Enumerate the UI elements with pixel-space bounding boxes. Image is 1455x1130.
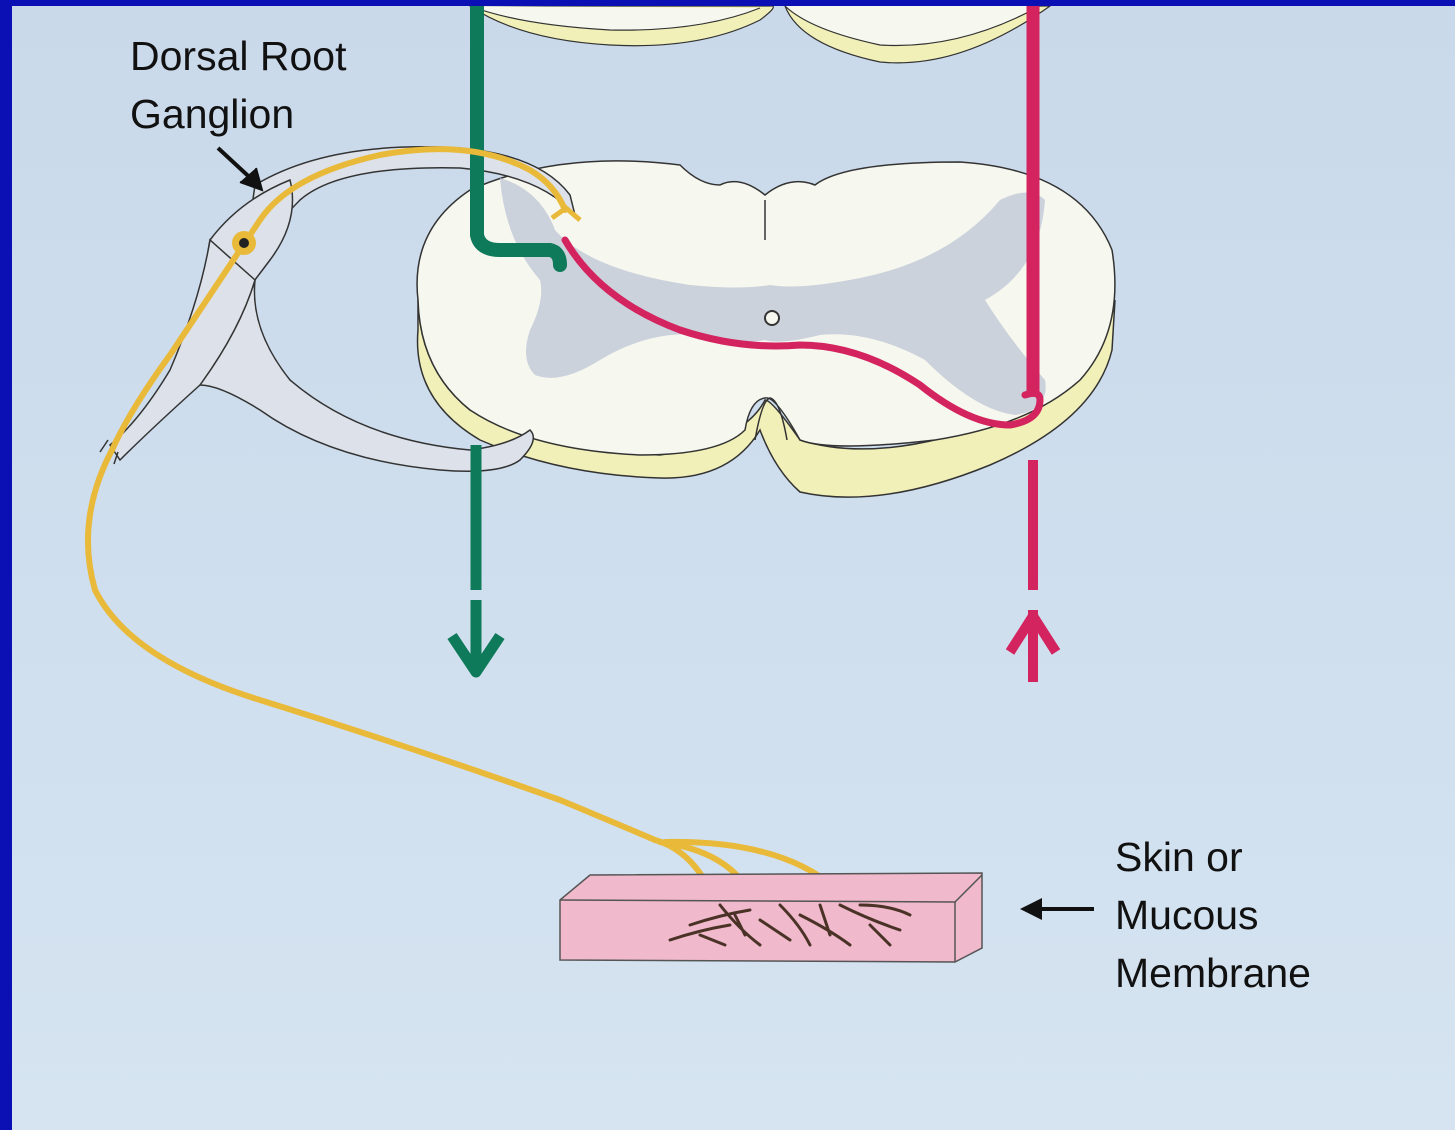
dorsal-root-ganglion-label: Dorsal Root Ganglion — [130, 27, 346, 143]
skin-label: Skin or Mucous Membrane — [1115, 828, 1311, 1002]
central-canal — [765, 311, 779, 325]
label-line: Ganglion — [130, 85, 346, 143]
label-line: Skin or — [1115, 828, 1311, 886]
nucleus — [239, 238, 249, 248]
skin-block — [560, 873, 982, 962]
diagram-panel: Dorsal Root Ganglion Skin or Mucous Memb… — [12, 6, 1455, 1130]
label-line: Mucous — [1115, 886, 1311, 944]
upper-cord-segment — [470, 6, 1050, 63]
label-line: Membrane — [1115, 944, 1311, 1002]
label-line: Dorsal Root — [130, 27, 346, 85]
